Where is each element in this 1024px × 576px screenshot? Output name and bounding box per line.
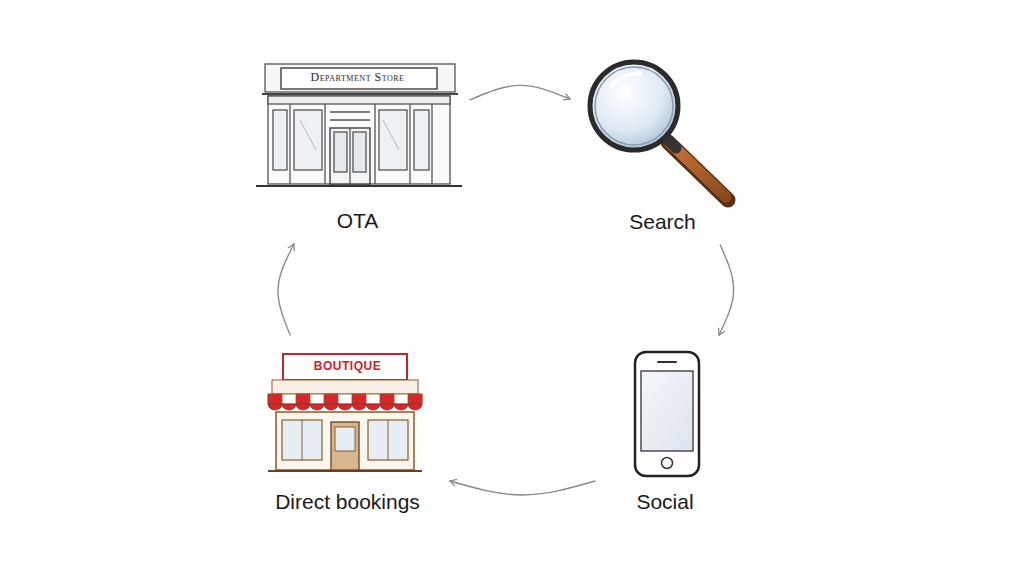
channel-label: OTA (337, 208, 379, 234)
channel-node: Search (580, 65, 745, 235)
boutique-icon (268, 354, 422, 471)
channel-label: Social (636, 489, 693, 515)
cycle-arrow (278, 244, 294, 335)
channel-label: Direct bookings (275, 489, 420, 515)
phone-icon (635, 352, 699, 476)
channel-label: Search (629, 209, 696, 235)
store-sign: Department Store (311, 70, 405, 84)
boutique-sign: BOUTIQUE (314, 359, 381, 373)
channel-node: Department StoreOTA (255, 62, 460, 234)
cycle-arrow (470, 85, 570, 99)
awning-scallops (268, 404, 422, 410)
cycle-arrow (719, 245, 734, 335)
channel-node: Social (605, 345, 725, 515)
magnifier-icon (590, 62, 728, 200)
department-store-icon (256, 64, 462, 186)
cycle-arrow (450, 481, 595, 495)
channel-node: BOUTIQUE Direct bookings (255, 345, 440, 515)
